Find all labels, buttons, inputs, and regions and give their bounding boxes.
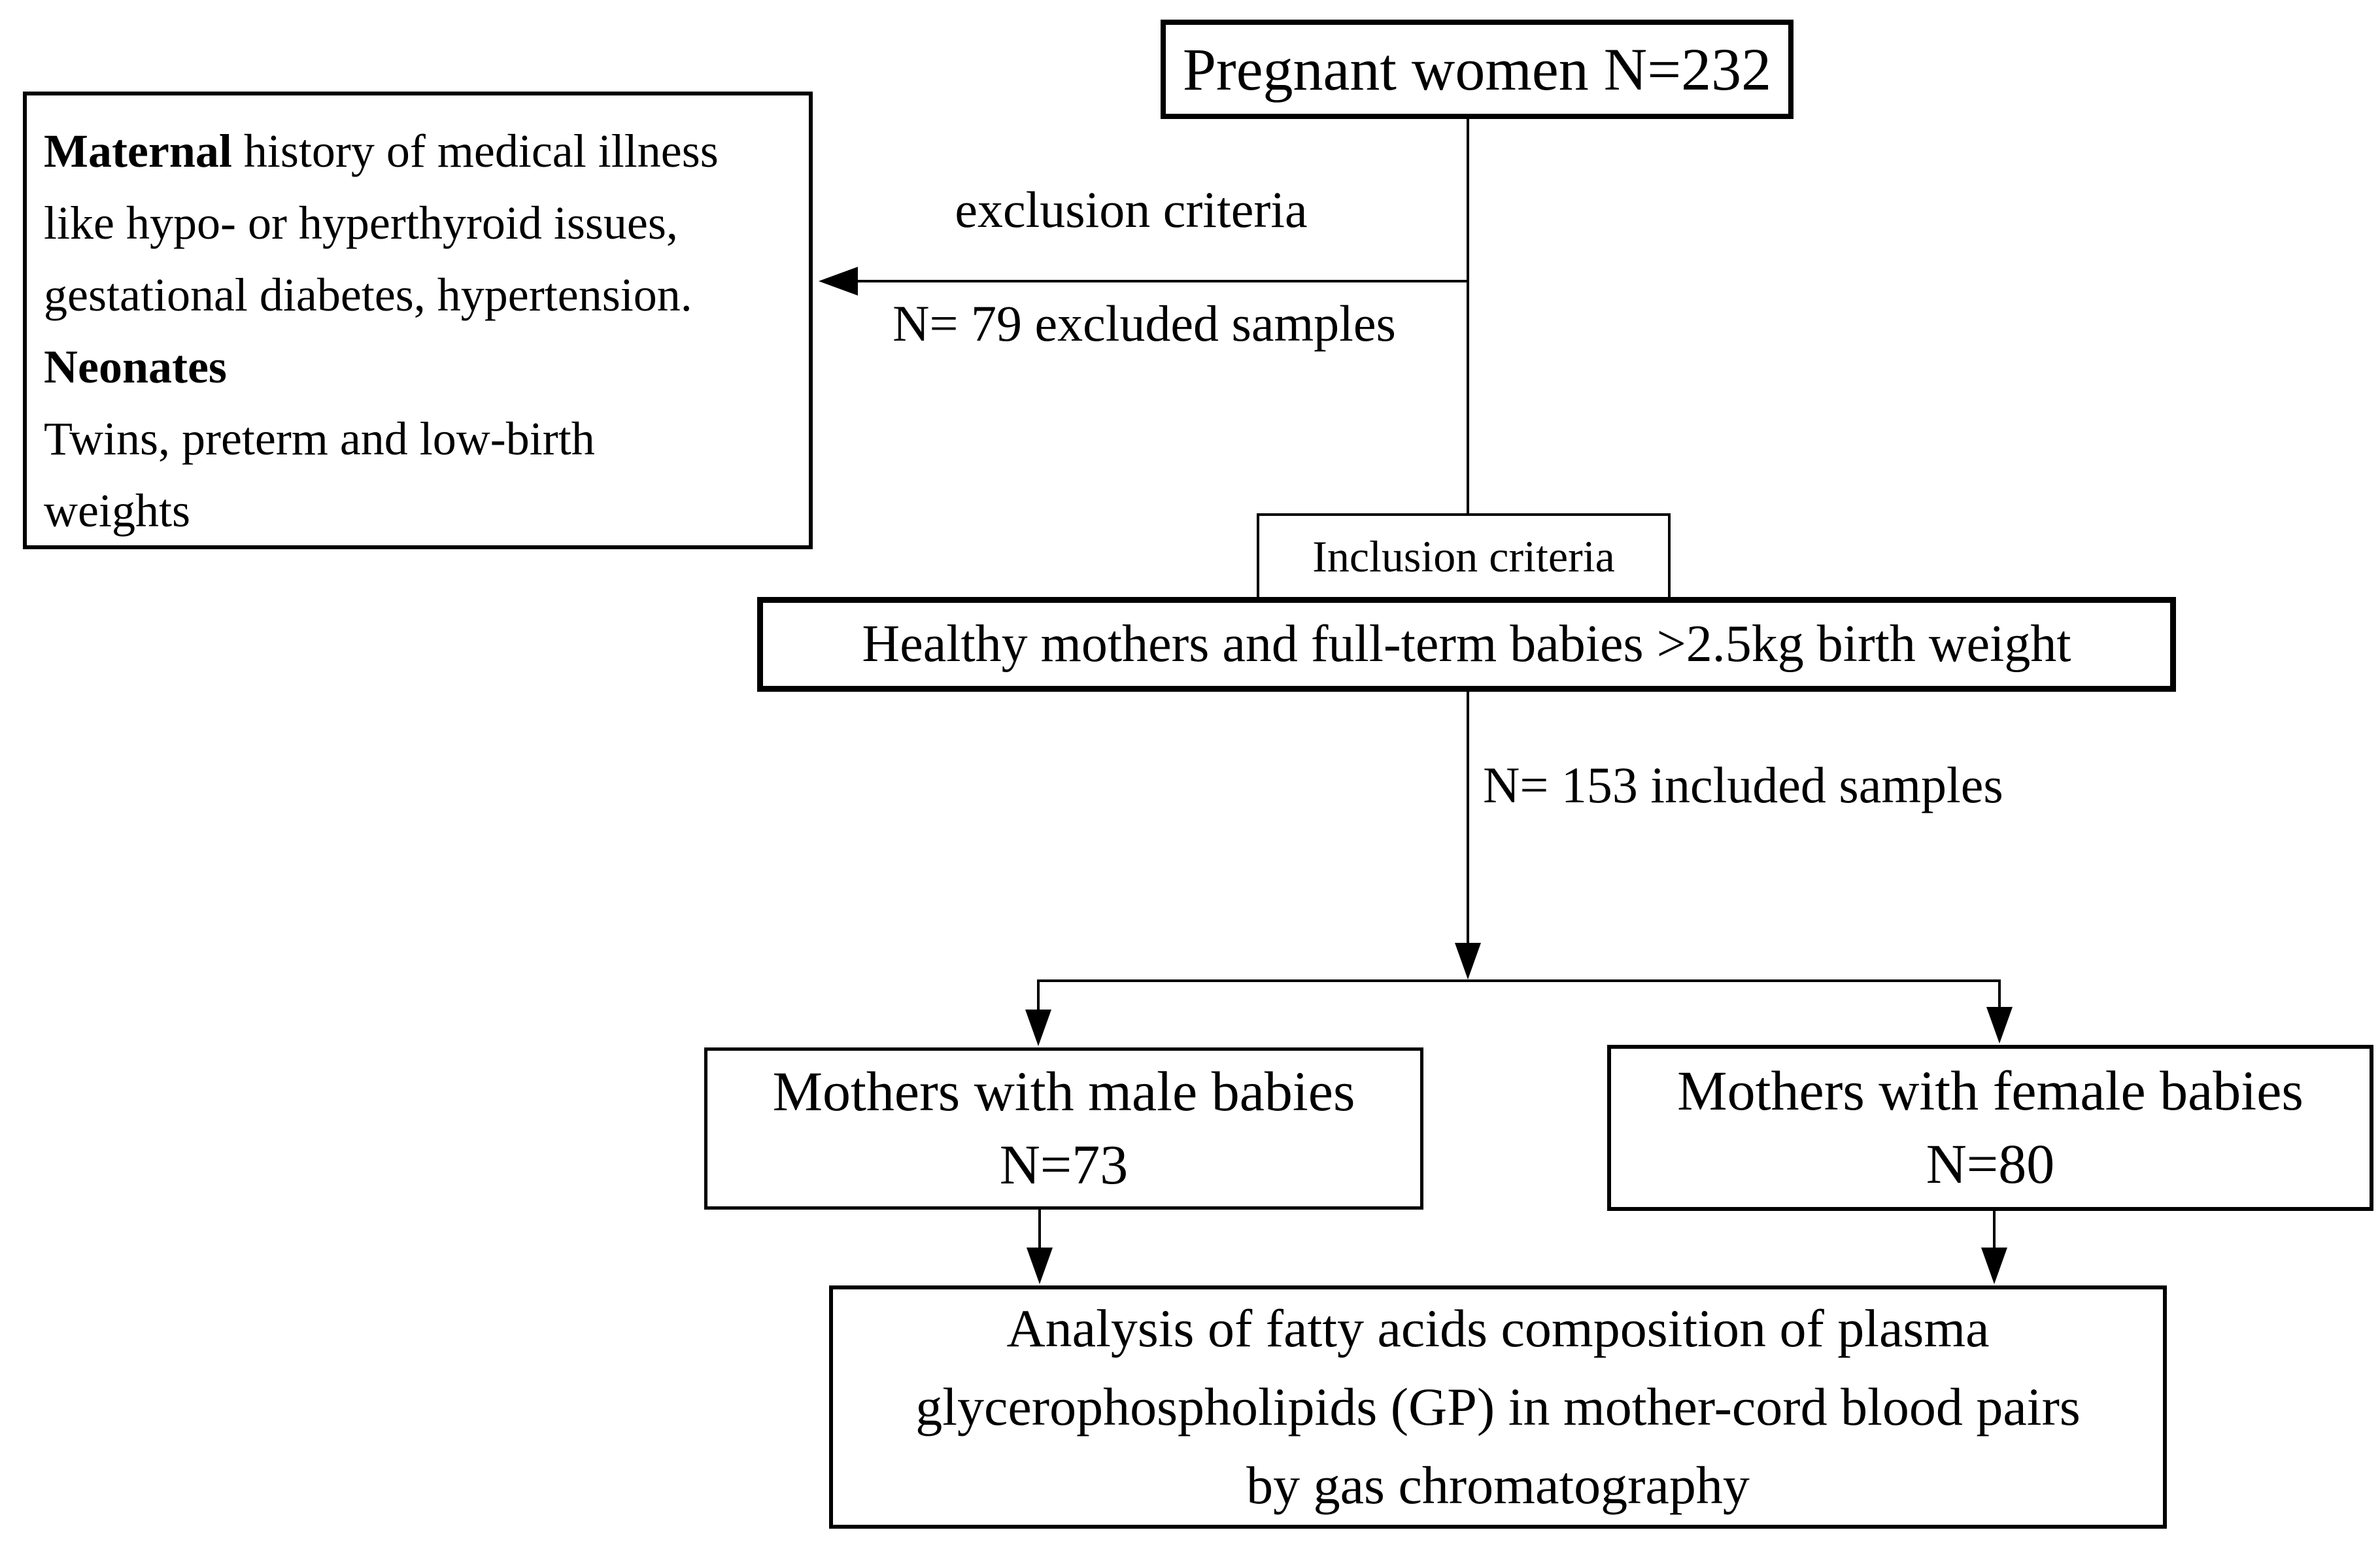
female-babies-count: N=80 xyxy=(1926,1132,2055,1195)
exclusion-line-2: like hypo- or hyperthyroid issues, xyxy=(44,197,678,249)
inclusion-criteria-title-box: Inclusion criteria xyxy=(1257,513,1671,600)
pregnant-women-box: Pregnant women N=232 xyxy=(1161,20,1794,119)
included-samples-label: N= 153 included samples xyxy=(1483,756,2003,813)
analysis-line-3: by gas chromatography xyxy=(1246,1455,1750,1515)
exclusion-criteria-box: Maternal history of medical illness like… xyxy=(23,92,813,549)
female-babies-box: Mothers with female babies N=80 xyxy=(1607,1045,2373,1211)
exclusion-line-1: Maternal history of medical illness xyxy=(44,125,719,177)
exclusion-line-6: weights xyxy=(44,484,190,537)
analysis-line-2: glycerophospholipids (GP) in mother-cord… xyxy=(915,1377,2081,1436)
arrowhead-female-box xyxy=(1986,1007,2013,1044)
exclusion-line-3: gestational diabetes, hypertension. xyxy=(44,269,692,321)
inclusion-criteria-text: Healthy mothers and full-term babies >2.… xyxy=(862,615,2071,673)
exclusion-criteria-label: exclusion criteria xyxy=(955,181,1308,238)
arrowhead-exclusion-left xyxy=(819,267,858,296)
arrowhead-analysis-left xyxy=(1027,1248,1053,1284)
inclusion-criteria-box: Healthy mothers and full-term babies >2.… xyxy=(757,597,2176,692)
male-babies-count: N=73 xyxy=(999,1133,1129,1196)
inclusion-criteria-title: Inclusion criteria xyxy=(1312,531,1615,581)
arrowhead-male-box xyxy=(1025,1010,1051,1046)
arrowhead-branch-center xyxy=(1455,943,1481,979)
male-babies-text: Mothers with male babies xyxy=(772,1060,1355,1123)
exclusion-line-5: Twins, preterm and low-birth xyxy=(44,413,595,465)
arrowhead-analysis-right xyxy=(1981,1248,2007,1284)
analysis-box: Analysis of fatty acids composition of p… xyxy=(829,1285,2167,1529)
male-babies-box: Mothers with male babies N=73 xyxy=(704,1047,1423,1210)
exclusion-line-4: Neonates xyxy=(44,341,227,393)
female-babies-text: Mothers with female babies xyxy=(1677,1059,2304,1123)
pregnant-women-text: Pregnant women N=232 xyxy=(1182,35,1772,103)
analysis-line-1: Analysis of fatty acids composition of p… xyxy=(1006,1299,1990,1358)
excluded-samples-label: N= 79 excluded samples xyxy=(892,295,1396,352)
